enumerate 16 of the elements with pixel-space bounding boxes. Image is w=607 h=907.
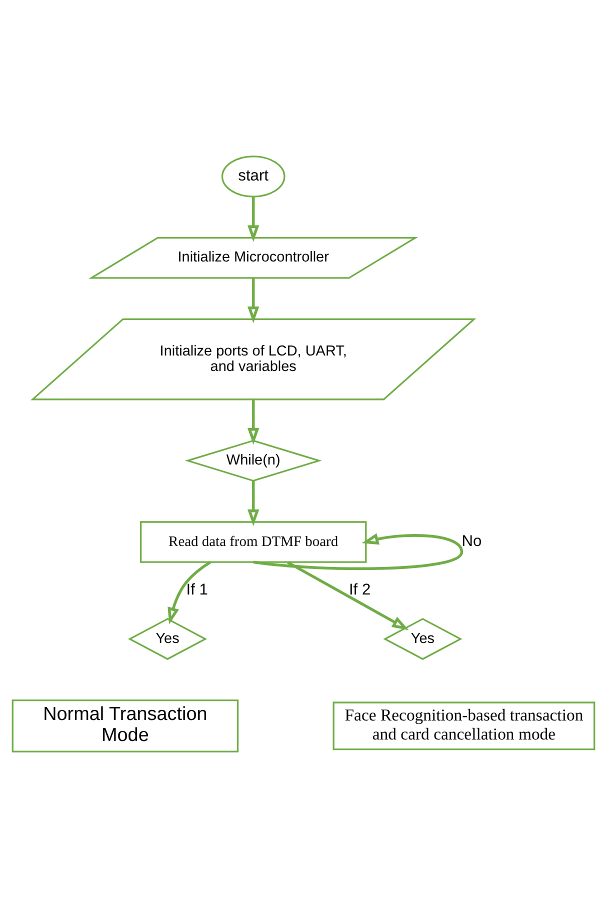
arrow [247, 480, 260, 526]
node-diamond: Yes [128, 617, 208, 660]
node-box: Read data from DTMF board [140, 520, 367, 562]
arrow [286, 560, 409, 630]
arrow [247, 196, 260, 242]
node-diamond: While(n) [184, 439, 322, 482]
node-box: Face Recognition-based transaction and card cancellation mode [332, 701, 596, 750]
arrow [247, 278, 260, 323]
node-box: Normal Transaction Mode [12, 698, 239, 752]
edge-label: If 2 [348, 581, 371, 598]
edge-label: No [462, 532, 482, 550]
arrow [168, 560, 211, 624]
edge-label: If 1 [186, 581, 208, 598]
arrow [253, 532, 464, 570]
arrow [247, 399, 260, 444]
node-ellipse: start [221, 155, 286, 197]
